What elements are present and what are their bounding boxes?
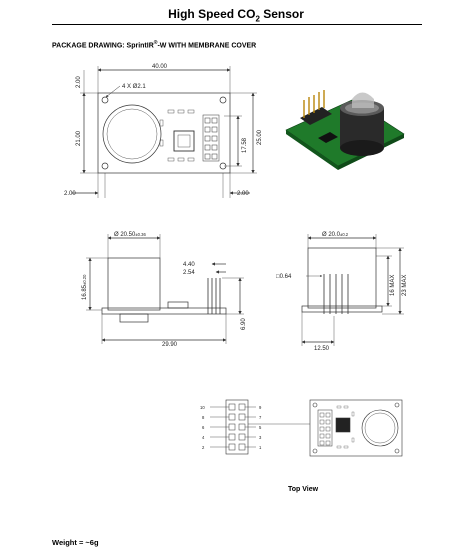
pin-number: 1 xyxy=(259,445,262,450)
dim-outer-25: 25.00 xyxy=(257,129,263,145)
top-view-outline xyxy=(309,399,403,457)
package-drawing-heading: PACKAGE DRAWING: SprintIR®-W WITH MEMBRA… xyxy=(52,40,257,50)
pin-number: 6 xyxy=(202,425,205,430)
pin-number: 10 xyxy=(200,405,205,410)
dim-pin-2-54: 2.54 xyxy=(183,270,195,276)
dim-front-diameter: Ø 20.0±0.2 xyxy=(322,232,349,238)
pin-number: 4 xyxy=(202,435,205,440)
top-view-caption: Top View xyxy=(288,486,319,493)
dim-16-max: 16 MAX xyxy=(390,275,396,296)
dim-pin-4-40: 4.40 xyxy=(183,262,195,268)
dim-bottom-right-2: 2.00 xyxy=(237,191,249,197)
pin-number: 9 xyxy=(259,405,262,410)
pin-number: 2 xyxy=(202,445,205,450)
top-view-sensor xyxy=(361,409,399,447)
side-view-right xyxy=(301,234,404,346)
dim-23-max: 23 MAX xyxy=(402,275,408,296)
dim-pin-square: □0.64 xyxy=(276,274,292,280)
pinout-diagram xyxy=(210,399,310,455)
dim-side-diameter: Ø 20.50±0.36 xyxy=(114,232,146,238)
pin-header-outline xyxy=(225,399,249,455)
dim-pin-length: 6.90 xyxy=(241,318,247,330)
sensor-outline xyxy=(102,104,162,164)
title-underline xyxy=(52,24,422,25)
weight-note: Weight = ~6g xyxy=(52,538,99,547)
dim-width-40: 40.00 xyxy=(152,64,168,70)
dim-height-21: 21.00 xyxy=(76,130,82,146)
pin-number: 3 xyxy=(259,435,262,440)
mounting-hole xyxy=(101,162,109,170)
pin-number: 7 xyxy=(259,415,262,420)
top-view-board xyxy=(309,399,403,457)
connector-outline xyxy=(202,114,220,162)
side-view-left xyxy=(86,234,244,344)
chip-outline xyxy=(173,130,195,152)
pcb-top-drawing xyxy=(72,66,257,198)
bottom-component xyxy=(119,313,149,323)
page-title: High Speed CO2 Sensor xyxy=(168,7,304,24)
mounting-hole xyxy=(101,96,109,104)
pin-number: 5 xyxy=(259,425,262,430)
dim-side-height: 16.85±0.20 xyxy=(82,274,88,300)
sensor-3d-render xyxy=(285,90,405,170)
sensor-body-side xyxy=(107,257,161,311)
dim-top-left-2: 2.00 xyxy=(76,76,82,88)
pin-number: 8 xyxy=(202,415,205,420)
pinout-numbers-left: 10 8 6 4 2 xyxy=(200,405,205,450)
top-view-chip xyxy=(335,417,351,433)
mounting-hole xyxy=(219,96,227,104)
dim-hole-note: 4 X Ø2.1 xyxy=(122,84,146,90)
dim-front-bottom: 12.50 xyxy=(314,346,330,352)
pinout-numbers-right: 9 7 5 3 1 xyxy=(259,405,262,450)
pcb-outline xyxy=(97,92,231,174)
pcb-side xyxy=(101,307,227,315)
dim-side-width: 29.90 xyxy=(162,342,178,348)
dim-bottom-left-2: 2.00 xyxy=(64,191,76,197)
dim-inner-17-58: 17.58 xyxy=(242,137,248,153)
